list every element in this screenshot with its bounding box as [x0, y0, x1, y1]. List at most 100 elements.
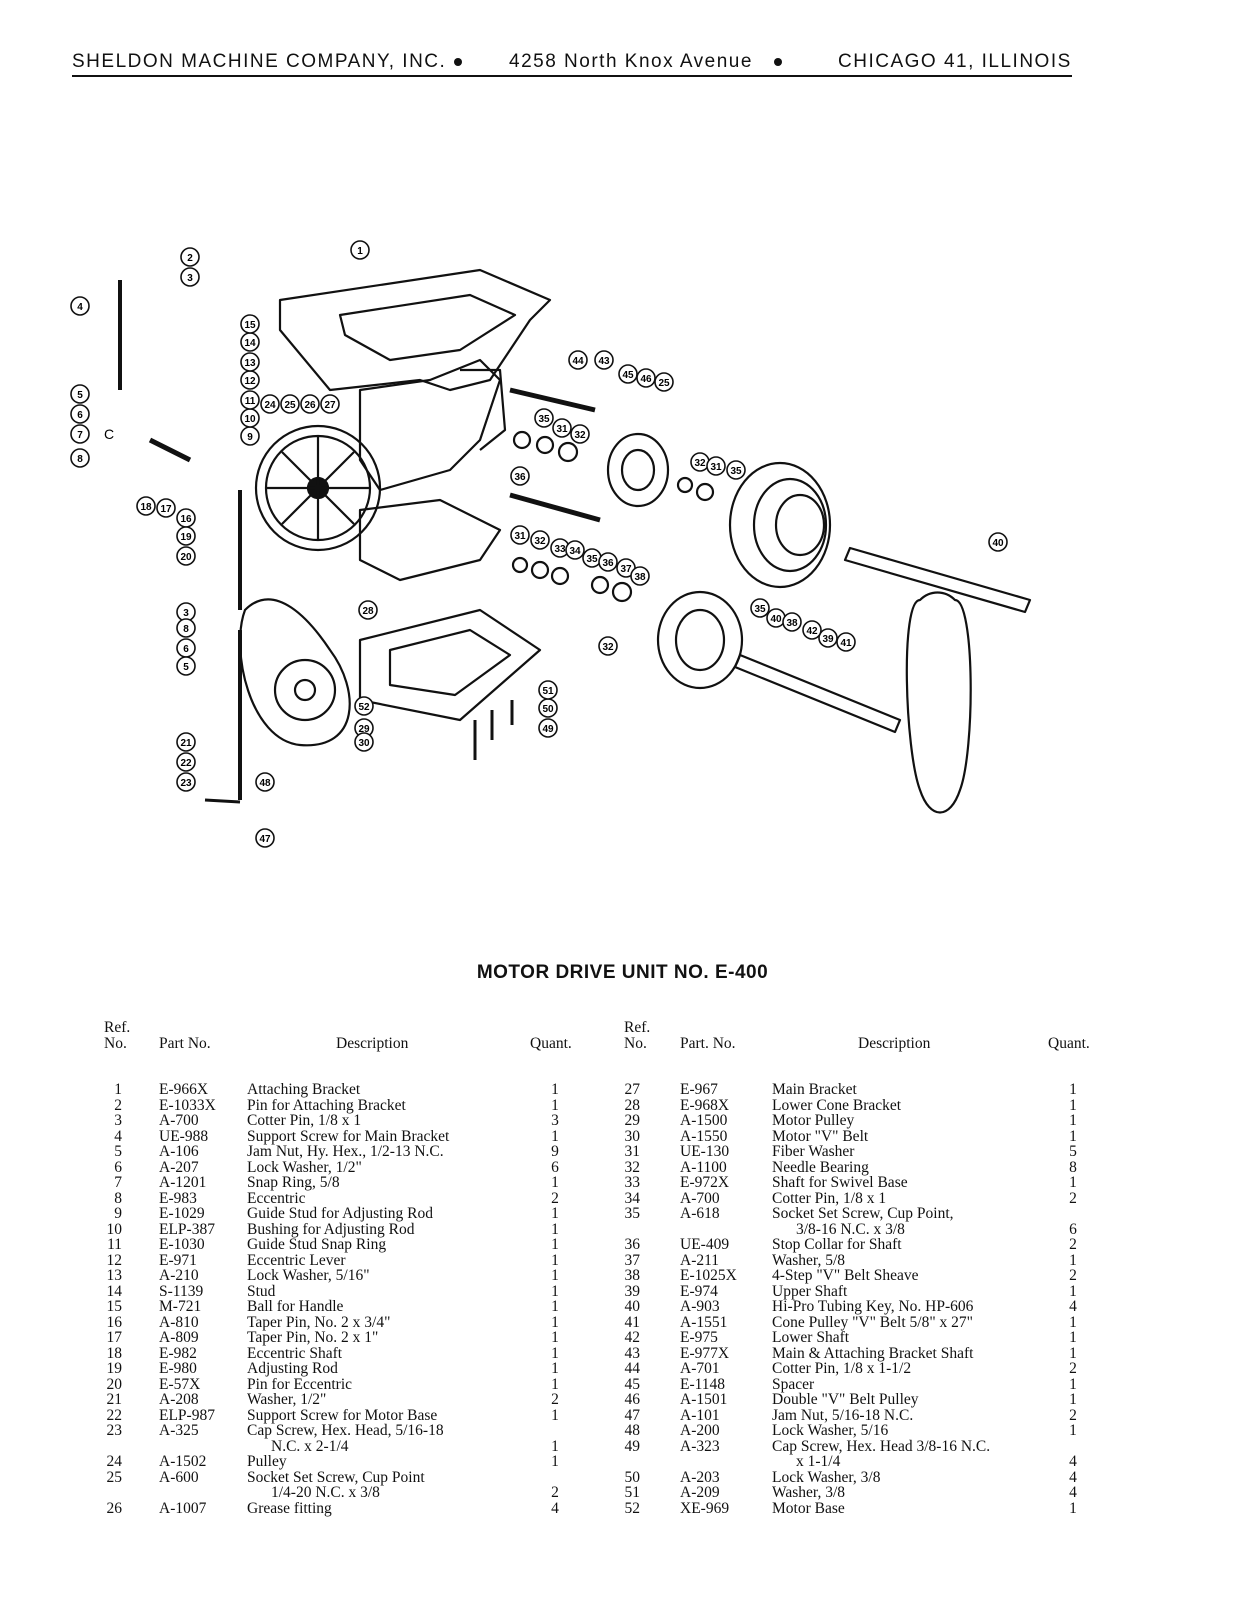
ref-number: 2 [114, 1096, 122, 1114]
part-number: A-701 [680, 1360, 720, 1377]
callout-2: 2 [180, 247, 200, 267]
ref-number: 21 [106, 1391, 123, 1408]
callout-33: 33 [550, 538, 570, 558]
part-quantity: 1 [551, 1127, 559, 1145]
part-description: Lower Cone Bracket [772, 1096, 902, 1114]
motor-base-cutout [388, 628, 512, 697]
callout-label: 41 [840, 638, 852, 649]
bearing-drawing [550, 566, 570, 586]
main-bracket-arm [460, 368, 507, 451]
callout-23: 23 [176, 772, 196, 792]
ref-number: 38 [624, 1267, 641, 1284]
ref-number: 44 [624, 1360, 641, 1377]
bearing-drawing [695, 482, 715, 502]
callout-label: 43 [598, 356, 610, 367]
part-number: A-210 [159, 1267, 199, 1284]
callout-label: 36 [514, 472, 526, 483]
part-number: E-1029 [159, 1205, 205, 1222]
company-address: 4258 North Knox Avenue [509, 51, 753, 72]
ref-number: 37 [624, 1251, 641, 1269]
part-number: E-966X [159, 1081, 209, 1098]
callout-4: 4 [70, 296, 90, 316]
callout-8: 8 [70, 448, 90, 468]
part-quantity: 1 [1069, 1313, 1077, 1331]
part-description: Jam Nut, 5/16-18 N.C. [772, 1406, 914, 1424]
ref-number: 14 [106, 1282, 123, 1300]
part-description: Stud [247, 1282, 276, 1300]
part-number: A-209 [680, 1484, 720, 1501]
sheave-upper-step-inner [774, 493, 826, 557]
callout-14: 14 [240, 332, 260, 352]
callout-label: 31 [710, 462, 722, 473]
callout-7: 7 [70, 424, 90, 444]
ref-number: 31 [624, 1143, 641, 1160]
callout-35: 35 [726, 460, 746, 480]
part-description: Eccentric [247, 1189, 306, 1207]
part-number: A-600 [159, 1468, 199, 1486]
callout-31: 31 [552, 418, 572, 438]
callout-label: 10 [244, 414, 256, 425]
part-description-cont: N.C. x 2-1/4 [271, 1437, 349, 1455]
part-quantity: 4 [1069, 1468, 1077, 1486]
ref-number: 1 [114, 1081, 122, 1098]
part-quantity: 1 [551, 1313, 559, 1331]
col-quantity: Quant. [530, 1035, 572, 1052]
ref-number: 5 [114, 1143, 122, 1160]
callout-label: 49 [542, 724, 554, 735]
callout-12: 12 [240, 370, 260, 390]
part-description: Ball for Handle [247, 1298, 344, 1315]
part-description: Pin for Attaching Bracket [247, 1096, 406, 1114]
part-quantity: 1 [1069, 1251, 1077, 1269]
callout-label: 47 [259, 834, 271, 845]
ref-number: 17 [106, 1329, 123, 1346]
col-description: Description [336, 1035, 409, 1052]
callout-17: 17 [156, 498, 176, 518]
part-description: Socket Set Screw, Cup Point, [772, 1205, 954, 1222]
callout-label: 16 [180, 514, 192, 525]
callout-32: 32 [530, 530, 550, 550]
main-bracket-drawing [358, 358, 502, 492]
callout-label: 38 [634, 572, 646, 583]
part-number: A-1551 [680, 1313, 728, 1331]
callout-label: 31 [514, 531, 526, 542]
attaching-bracket-cutout [338, 293, 517, 362]
callout-42: 42 [802, 620, 822, 640]
lower-shaft-drawing [733, 653, 902, 734]
part-description-cont: 3/8-16 N.C. x 3/8 [796, 1220, 905, 1238]
part-description: Upper Shaft [772, 1282, 848, 1300]
callout-35: 35 [534, 408, 554, 428]
part-number: A-1502 [159, 1453, 207, 1470]
col-no: No. [624, 1035, 647, 1052]
ref-number: 10 [106, 1220, 123, 1238]
ref-number: 6 [114, 1158, 122, 1176]
bearing-drawing [535, 435, 555, 455]
part-number: E-980 [159, 1360, 197, 1377]
eccentric-shaft-drawing [148, 437, 192, 463]
callout-15: 15 [240, 314, 260, 334]
callout-label: 2 [187, 253, 193, 264]
callout-30: 30 [354, 732, 374, 752]
callout-label: 36 [602, 558, 614, 569]
part-quantity: 2 [551, 1484, 559, 1501]
callout-36: 36 [598, 552, 618, 572]
callout-44: 44 [568, 350, 588, 370]
company-name: SHELDON MACHINE COMPANY, INC. [72, 51, 447, 72]
sheave-lower-step [674, 608, 726, 672]
part-description: Support Screw for Main Bracket [247, 1127, 450, 1145]
callout-9: 9 [240, 426, 260, 446]
part-description: Support Screw for Motor Base [247, 1406, 438, 1424]
callout-label: 25 [284, 400, 296, 411]
col-part: Part No. [159, 1035, 211, 1052]
swivel-base-shaft-drawing [509, 492, 601, 523]
callout-5: 5 [176, 656, 196, 676]
